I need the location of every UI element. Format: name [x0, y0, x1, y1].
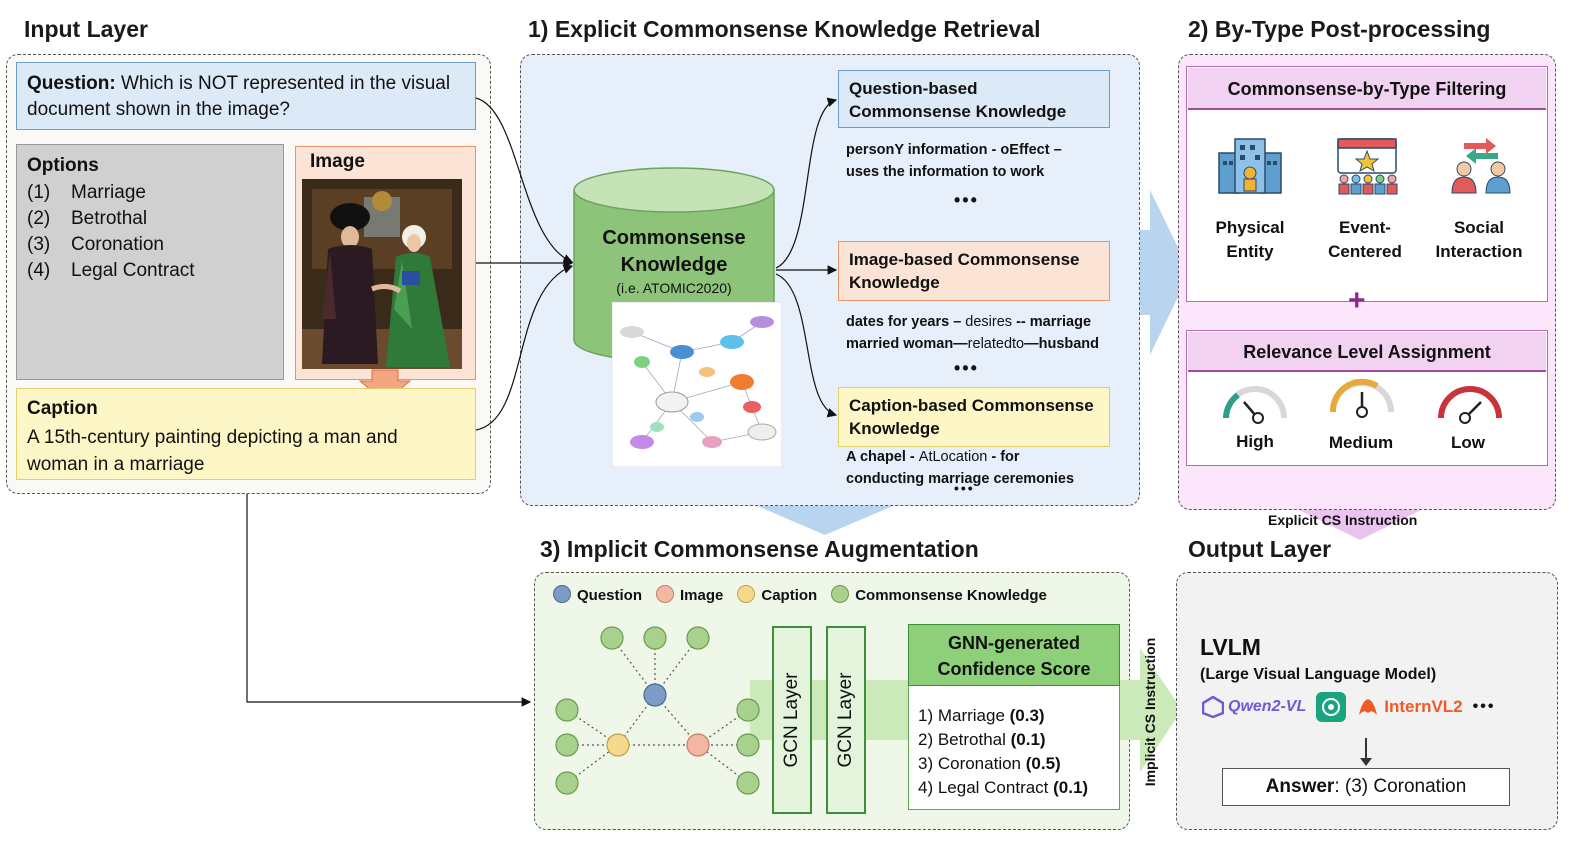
list-item: (1)Marriage [27, 182, 146, 203]
type-label-physical: Physical Entity [1215, 218, 1285, 261]
options-title: Options [27, 155, 99, 176]
explicit-retrieval-title: 1) Explicit Commonsense Knowledge Retrie… [528, 16, 1041, 42]
caption-knowledge-box: Caption-based Commonsense Knowledge [838, 387, 1110, 447]
kb-label: Commonsense Knowledge (i.e. ATOMIC2020) [574, 224, 774, 298]
options-list: (1)Marriage (2)Betrothal (3)Coronation (… [27, 180, 195, 284]
level-label-high: High [1236, 432, 1274, 451]
gauge-low-icon [1438, 386, 1502, 424]
legend-item-image: Image [656, 585, 723, 604]
caption-title: Caption [27, 398, 98, 419]
graph-legend: Question Image Caption Commonsense Knowl… [553, 585, 1047, 604]
list-item: (4)Legal Contract [27, 260, 195, 281]
list-item: 2) Betrothal (0.1) [918, 730, 1046, 749]
input-layer-title: Input Layer [24, 16, 148, 42]
caption-text: A 15th-century painting depicting a man … [27, 427, 398, 475]
implicit-augmentation-title: 3) Implicit Commonsense Augmentation [540, 536, 979, 562]
question-ellipsis: ••• [954, 190, 979, 210]
internvl-logo: InternVL2 [1356, 695, 1463, 719]
image-title: Image [310, 151, 365, 172]
event-calendar-icon [1337, 138, 1398, 195]
options-box: Options (1)Marriage (2)Betrothal (3)Coro… [16, 144, 284, 380]
qwen-icon [1202, 696, 1224, 718]
qwen-logo: Qwen2-VL [1202, 696, 1306, 718]
lvlm-subtitle: (Large Visual Language Model) [1200, 666, 1437, 683]
more-models-ellipsis: ••• [1472, 698, 1496, 715]
level-label-low: Low [1451, 433, 1485, 452]
list-item: (3)Coronation [27, 234, 164, 255]
relevance-title: Relevance Level Assignment [1188, 332, 1546, 372]
answer-text: : (3) Coronation [1334, 776, 1467, 797]
list-item: 3) Coronation (0.5) [918, 754, 1061, 773]
painting-image [302, 179, 462, 369]
list-item: 4) Legal Contract (0.1) [918, 778, 1089, 797]
caption-knowledge-text: A chapel - AtLocation - for conducting m… [846, 449, 1075, 487]
image-knowledge-text: dates for years – desires -- marriage ma… [846, 314, 1100, 352]
plus-sign: + [1348, 284, 1366, 317]
confidence-score-list: 1) Marriage (0.3) 2) Betrothal (0.1) 3) … [918, 704, 1088, 800]
filtering-title: Commonsense-by-Type Filtering [1188, 68, 1546, 110]
chatgpt-icon [1316, 692, 1347, 722]
building-icon [1218, 138, 1282, 194]
post-processing-title: 2) By-Type Post-processing [1188, 16, 1491, 42]
lvlm-title: LVLM [1200, 634, 1261, 660]
internvl-icon [1359, 699, 1378, 715]
gcn-layer-1: GCN Layer [772, 626, 812, 814]
legend-item-commonsense: Commonsense Knowledge [831, 585, 1047, 604]
answer-box: Answer: (3) Coronation [1222, 768, 1510, 806]
gcn-layer-2: GCN Layer [826, 626, 866, 814]
type-label-social: Social Interaction [1435, 218, 1523, 261]
explicit-instruction-label: Explicit CS Instruction [1268, 512, 1418, 528]
question-label: Question: [27, 73, 116, 94]
legend-item-question: Question [553, 585, 642, 604]
level-label-medium: Medium [1328, 433, 1394, 452]
caption-ellipsis: ••• [954, 480, 975, 496]
output-layer-title: Output Layer [1188, 536, 1332, 562]
question-box: Question: Which is NOT represented in th… [16, 62, 476, 130]
question-knowledge-text: personY information - oEffect – uses the… [846, 142, 1062, 180]
knowledge-graph-image [612, 302, 782, 467]
question-knowledge-box: Question-based Commonsense Knowledge [838, 70, 1110, 128]
caption-box: Caption A 15th-century painting depictin… [16, 388, 476, 480]
kb-subtitle: (i.e. ATOMIC2020) [616, 280, 732, 296]
type-label-event: Event-Centered [1328, 218, 1402, 261]
legend-item-caption: Caption [737, 585, 817, 604]
kb-title-line1: Commonsense [602, 227, 746, 249]
confidence-score-title: GNN-generated Confidence Score [908, 624, 1120, 686]
image-ellipsis: ••• [954, 358, 979, 378]
image-knowledge-box: Image-based Commonsense Knowledge [838, 241, 1110, 301]
people-exchange-icon [1451, 138, 1511, 194]
image-box: Image [295, 146, 476, 380]
list-item: 1) Marriage (0.3) [918, 706, 1045, 725]
question-text: Which is NOT represented in the visual d… [27, 73, 451, 120]
list-item: (2)Betrothal [27, 208, 148, 229]
model-logos: Qwen2-VL InternVL2 ••• [1202, 692, 1495, 722]
answer-label: Answer [1265, 776, 1335, 797]
gauge-medium-icon [1329, 378, 1394, 418]
gauge-high-icon [1223, 386, 1287, 424]
kb-title-line2: Knowledge [620, 254, 728, 276]
